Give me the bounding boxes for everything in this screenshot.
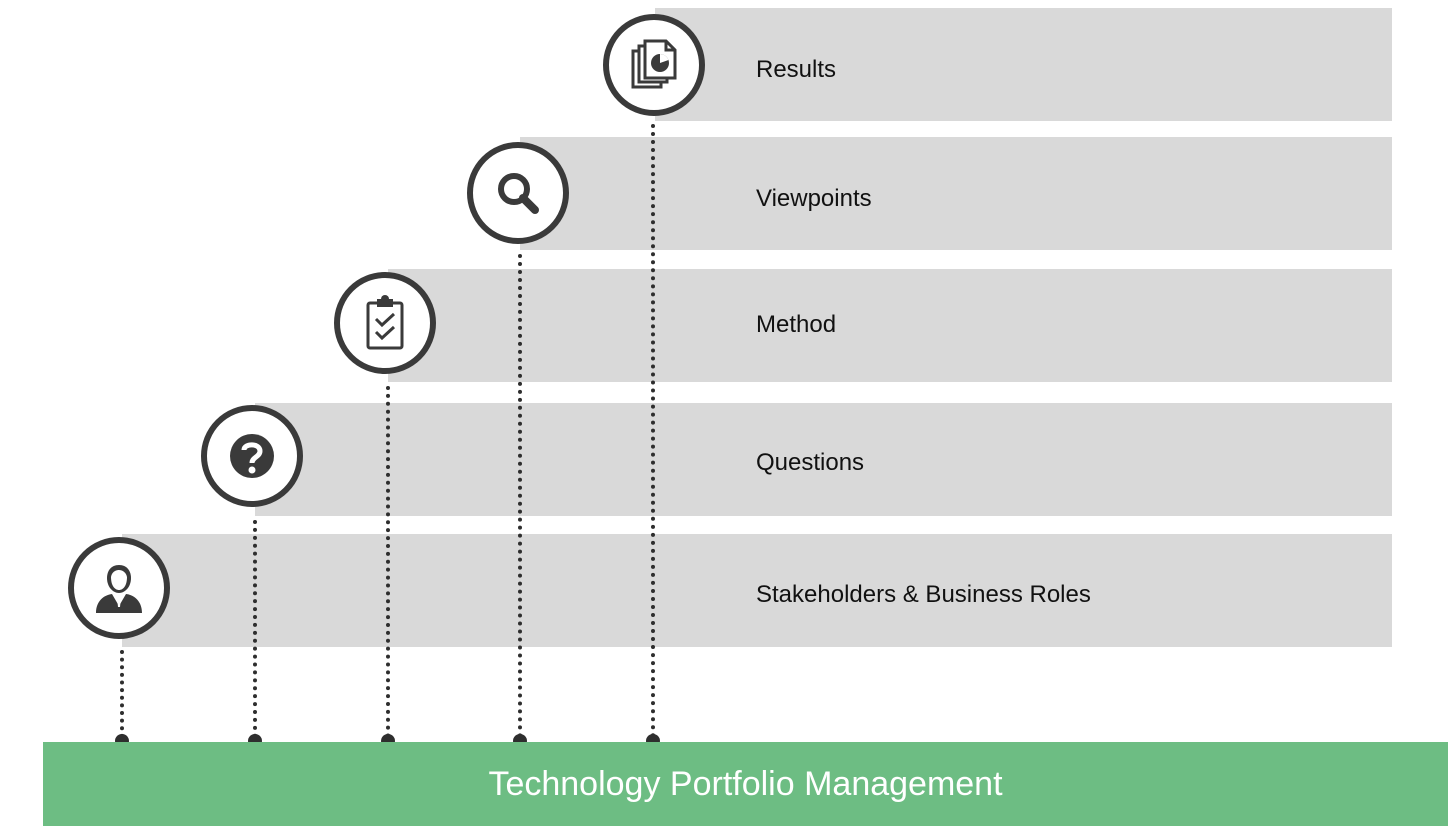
- step-band-questions: [255, 403, 1392, 516]
- step-label-viewpoints: Viewpoints: [756, 185, 872, 212]
- step-band-method: [388, 269, 1392, 382]
- question-icon: [230, 434, 274, 478]
- connector-method: [386, 386, 390, 738]
- step-badge-viewpoints: [467, 142, 569, 244]
- connector-viewpoints: [518, 254, 522, 738]
- magnifier-icon: [498, 173, 539, 214]
- report-pie-icon: [631, 39, 677, 89]
- step-badge-method: [334, 272, 436, 374]
- step-band-viewpoints: [520, 137, 1392, 250]
- base-banner-label: Technology Portfolio Management: [488, 764, 1003, 803]
- step-band-stakeholders: [122, 534, 1392, 647]
- step-band-results: [655, 8, 1392, 121]
- step-badge-stakeholders: [68, 537, 170, 639]
- connector-questions: [253, 520, 257, 738]
- connector-stakeholders: [120, 650, 124, 738]
- step-badge-questions: [201, 405, 303, 507]
- step-label-method: Method: [756, 311, 837, 338]
- clipboard-check-icon: [366, 295, 404, 350]
- base-banner: Technology Portfolio Management: [43, 742, 1448, 826]
- person-icon: [96, 565, 142, 613]
- step-label-results: Results: [756, 56, 837, 83]
- connector-results: [651, 124, 655, 738]
- step-label-questions: Questions: [756, 449, 865, 476]
- step-label-stakeholders: Stakeholders & Business Roles: [756, 581, 1091, 608]
- step-badge-results: [603, 14, 705, 116]
